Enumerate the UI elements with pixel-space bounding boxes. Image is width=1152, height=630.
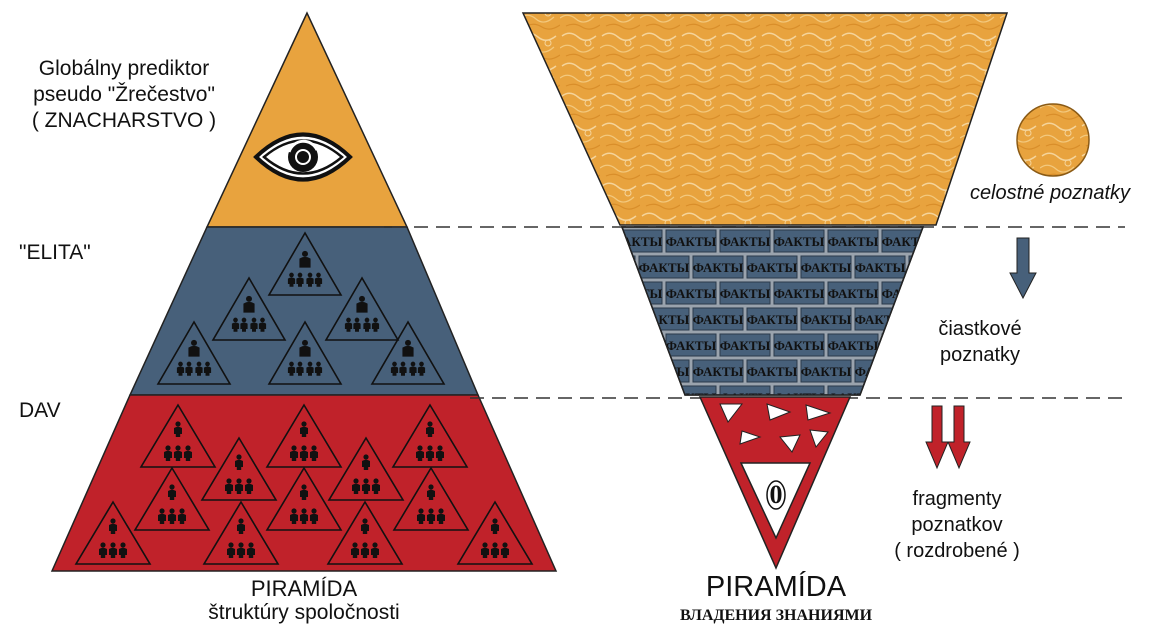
facts-brick [936, 282, 986, 304]
facts-brick-label: ФАКТЫ [882, 234, 933, 249]
facts-brick-label: ФАКТЫ [909, 260, 960, 275]
facts-brick-label: ФАКТЫ [828, 286, 879, 301]
fragments-line3: ( rozdrobené ) [867, 538, 1047, 564]
facts-brick-label: ФАКТЫ [747, 364, 798, 379]
facts-brick-label: ФАКТЫ [612, 286, 663, 301]
facts-brick [585, 360, 635, 382]
facts-brick-label: ФАКТЫ [855, 312, 906, 327]
fragments-line2: poznatkov [867, 512, 1047, 538]
facts-brick [882, 386, 932, 408]
facts-brick [585, 256, 635, 278]
dav-label: DAV [19, 398, 61, 424]
facts-brick-label: ФАКТЫ [666, 338, 717, 353]
facts-brick-label: ФАКТЫ [828, 338, 879, 353]
fragments-caption: fragmenty poznatkov ( rozdrobené ) [867, 486, 1047, 564]
left-top-label-line1: Globálny prediktor [0, 56, 248, 82]
facts-brick-label: ФАКТЫ [639, 364, 690, 379]
fragments-line1: fragmenty [867, 486, 1047, 512]
facts-brick-label: ФАКТЫ [747, 312, 798, 327]
facts-brick-label: ФАКТЫ [936, 234, 987, 249]
left-top-label-line3: ( ZNACHARSTVO ) [0, 108, 248, 134]
facts-brick [936, 386, 986, 408]
facts-brick-label: ФАКТЫ [693, 364, 744, 379]
facts-brick-label: ФАКТЫ [666, 286, 717, 301]
facts-brick-label: ФАКТЫ [639, 260, 690, 275]
knowledge-sphere-icon [1017, 104, 1089, 176]
facts-brick-label: ФАКТЫ [585, 312, 636, 327]
facts-brick-label: ФАКТЫ [774, 234, 825, 249]
facts-brick-label: ФАКТЫ [801, 312, 852, 327]
facts-brick-label: ФАКТЫ [747, 260, 798, 275]
facts-brick-label: ФАКТЫ [720, 286, 771, 301]
facts-brick-label: ФАКТЫ [585, 260, 636, 275]
right-pyramid-subtitle: ВЛАДЕНИЯ ЗНАНИЯМИ [626, 606, 926, 626]
facts-brick-label: ФАКТЫ [612, 234, 663, 249]
right-tier-top [523, 13, 1007, 225]
left-pyramid-title: PIRAMÍDA [204, 576, 404, 602]
facts-brick-label: ФАКТЫ [774, 286, 825, 301]
facts-brick-label: ФАКТЫ [828, 234, 879, 249]
holistic-knowledge-caption: celostné poznatky [950, 180, 1150, 206]
facts-brick-label: ФАКТЫ [720, 234, 771, 249]
facts-brick-label: ФАКТЫ [936, 286, 987, 301]
facts-brick [936, 230, 986, 252]
left-top-label-line2: pseudo "Žrečestvo" [0, 82, 248, 108]
partial-knowledge-caption: čiastkové poznatky [900, 316, 1060, 368]
facts-brick-label: ФАКТЫ [693, 260, 744, 275]
partial-knowledge-line1: čiastkové [900, 316, 1060, 342]
double-down-arrow-icon [926, 406, 970, 468]
right-pyramid-title: PIRAMÍDA [676, 570, 876, 604]
facts-brick-label: ФАКТЫ [855, 364, 906, 379]
facts-brick [585, 308, 635, 330]
left-tier-bottom [52, 395, 556, 571]
facts-brick-label: ФАКТЫ [666, 234, 717, 249]
facts-brick-label: ФАКТЫ [801, 260, 852, 275]
facts-brick-label: ФАКТЫ [720, 338, 771, 353]
facts-brick-label: ФАКТЫ [612, 338, 663, 353]
left-pyramid-subtitle: štruktúry spoločnosti [184, 600, 424, 626]
facts-brick-label: ФАКТЫ [585, 364, 636, 379]
facts-brick-label: ФАКТЫ [882, 286, 933, 301]
facts-brick [612, 386, 662, 408]
facts-brick-label: ФАКТЫ [855, 260, 906, 275]
elite-label: "ELITA" [19, 240, 91, 266]
facts-brick-label: ФАКТЫ [639, 312, 690, 327]
facts-brick [909, 256, 959, 278]
zero-label: 0 [762, 480, 790, 510]
facts-brick-label: ФАКТЫ [693, 312, 744, 327]
facts-brick-label: ФАКТЫ [801, 364, 852, 379]
partial-knowledge-line2: poznatky [900, 342, 1060, 368]
down-arrow-icon [1010, 238, 1036, 298]
left-top-label: Globálny prediktor pseudo "Žrečestvo" ( … [0, 56, 248, 134]
facts-brick [612, 334, 662, 356]
facts-brick-label: ФАКТЫ [774, 338, 825, 353]
